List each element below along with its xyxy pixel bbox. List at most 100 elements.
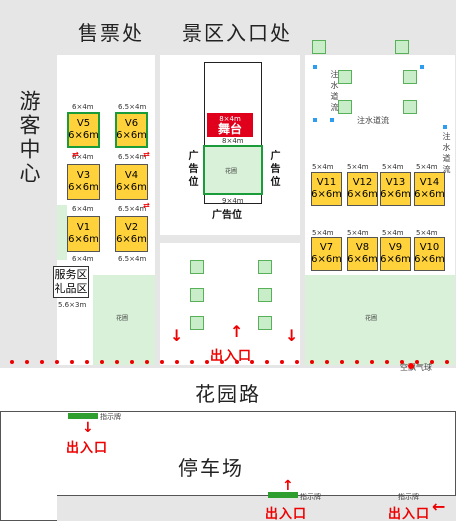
booth-size: 6×6m [116, 234, 147, 245]
dim-label: 6×4m [72, 255, 94, 263]
road-marker-dot [370, 360, 374, 364]
road-label: 花园路 [195, 382, 261, 406]
road-marker-dot [205, 360, 209, 364]
booth-id: V2 [124, 222, 139, 233]
lawn-left [93, 275, 155, 365]
dim-label: 6.5×4m [118, 205, 147, 213]
water-dot [330, 118, 334, 122]
booth-v9[interactable]: V9 6×6m [380, 237, 411, 271]
road-marker-dot [190, 360, 194, 364]
sign-icon [268, 492, 298, 498]
dim-label: 5×4m [347, 229, 369, 237]
booth-size: 6×6m [116, 130, 147, 141]
booth-v8[interactable]: V8 6×6m [347, 237, 378, 271]
sign-label: 指示牌 [100, 413, 121, 421]
booth-id: V4 [124, 170, 139, 181]
flower-bed [190, 316, 204, 330]
road-marker-dot [265, 360, 269, 364]
booth-id: V14 [419, 177, 440, 188]
dim-label: 6.5×4m [118, 255, 147, 263]
road-marker-dot [55, 360, 59, 364]
road-marker-dot [70, 360, 74, 364]
dim-label: 5×4m [416, 163, 438, 171]
road-marker-dot [40, 360, 44, 364]
road-marker-dot [415, 360, 419, 364]
ad-bottom: 广告位 [212, 210, 242, 221]
stage-size: 8×4m [219, 114, 241, 123]
stage[interactable]: 8×4m 舞台 [207, 113, 253, 137]
balloon-label: 空飘气球 [400, 363, 432, 372]
road-marker-dot [10, 360, 14, 364]
parking-entrance-1[interactable]: 出入口 [66, 441, 109, 456]
down-arrow-icon: ↓ [82, 420, 94, 436]
booth-v4[interactable]: V4 6×6m [115, 164, 148, 200]
booth-v7[interactable]: V7 6×6m [311, 237, 342, 271]
booth-size: 6×6m [311, 189, 342, 200]
road-marker-dot [445, 360, 449, 364]
water-dot [313, 118, 317, 122]
booth-id: V13 [385, 177, 406, 188]
flower-bed [338, 70, 352, 84]
road-marker-dot [85, 360, 89, 364]
sign-label: 指示牌 [300, 493, 321, 501]
dim-label: 5×4m [312, 163, 334, 171]
booth-v10[interactable]: V10 6×6m [414, 237, 445, 271]
flower-bed [258, 316, 272, 330]
dim-label: 6.5×4m [118, 103, 147, 111]
water-dot [443, 125, 447, 129]
down-arrow-icon: ↓ [170, 326, 184, 345]
ticket-office-label: 售票处 [78, 21, 144, 45]
flower-bed [338, 100, 352, 114]
parking-label: 停车场 [178, 456, 244, 480]
parking-entrance-2[interactable]: 出入口 [265, 507, 308, 521]
flower-bed [403, 100, 417, 114]
dim-label: 5×4m [382, 229, 404, 237]
road-marker-dot [160, 360, 164, 364]
dim-label: 5.6×3m [58, 301, 87, 309]
booth-size: 6×6m [380, 189, 411, 200]
flower-bed [190, 260, 204, 274]
booth-id: V7 [319, 242, 334, 253]
parking-entrance-3[interactable]: 出入口 [388, 507, 431, 521]
booth-v11[interactable]: V11 6×6m [311, 172, 342, 206]
arrow-icon: ⇄ [143, 201, 150, 210]
sign-label: 指示牌 [398, 493, 419, 501]
dim-label: 6×4m [72, 153, 94, 161]
booth-size: 6×6m [311, 254, 342, 265]
right-top-zone [305, 55, 455, 160]
booth-v6[interactable]: V6 6×6m [115, 112, 148, 148]
booth-v14[interactable]: V14 6×6m [414, 172, 445, 206]
dim-label: 8×4m [222, 137, 244, 145]
booth-v3[interactable]: V3 6×6m [67, 164, 100, 200]
flower-bed [258, 260, 272, 274]
booth-size: 6×6m [414, 189, 445, 200]
road-marker-dot [355, 360, 359, 364]
booth-v2[interactable]: V2 6×6m [115, 216, 148, 252]
booth-id: V3 [76, 170, 91, 181]
flower-bed [190, 288, 204, 302]
parking-lane [57, 495, 456, 521]
dim-label: 6×4m [72, 205, 94, 213]
down-arrow-icon: ↓ [285, 326, 299, 345]
booth-size: 6×6m [347, 254, 378, 265]
road-marker-dot [145, 360, 149, 364]
booth-v1[interactable]: V1 6×6m [67, 216, 100, 252]
booth-v12[interactable]: V12 6×6m [347, 172, 378, 206]
road-marker-dot [250, 360, 254, 364]
flower-bed [312, 40, 326, 54]
sign-icon [68, 413, 98, 419]
road-marker-dot [430, 360, 434, 364]
service-area[interactable]: 服务区礼品区 [53, 266, 89, 298]
booth-v13[interactable]: V13 6×6m [380, 172, 411, 206]
road-marker-dot [295, 360, 299, 364]
center-bottom-zone [160, 243, 300, 365]
booth-size: 6×6m [68, 234, 99, 245]
ad-left: 广告位 [186, 150, 197, 189]
booth-v5[interactable]: V5 6×6m [67, 112, 100, 148]
ad-right: 广告位 [268, 150, 279, 189]
road-marker-dot [235, 360, 239, 364]
booth-size: 6×6m [380, 254, 411, 265]
road-markers [10, 360, 450, 366]
road-marker-dot [325, 360, 329, 364]
